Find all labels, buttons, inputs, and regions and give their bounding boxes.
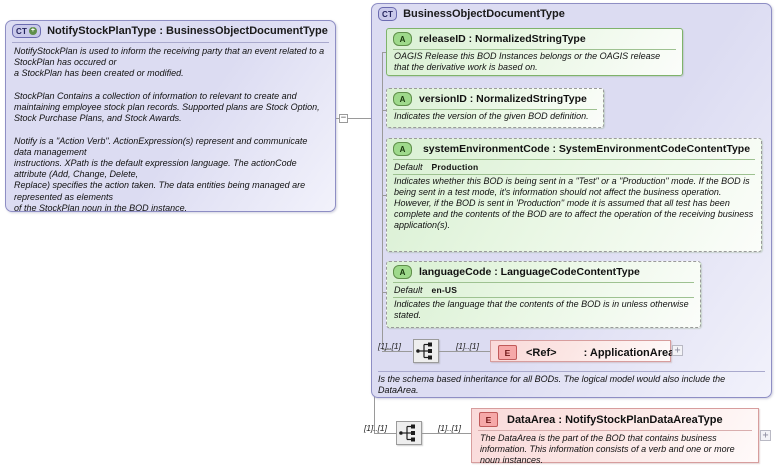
data-area-expand-button[interactable]: + bbox=[760, 430, 771, 441]
language-code-title: languageCode : LanguageCodeContentType bbox=[419, 266, 640, 278]
version-id-documentation: Indicates the version of the given BOD d… bbox=[394, 111, 589, 121]
application-area-header: E <Ref> : ApplicationArea bbox=[491, 341, 674, 363]
plus-glyph-icon: + bbox=[29, 27, 38, 35]
attribute-icon: A bbox=[393, 265, 412, 279]
system-environment-code-header: A systemEnvironmentCode : SystemEnvironm… bbox=[387, 139, 761, 159]
default-value: Production bbox=[431, 162, 479, 172]
left-collapse-toggle[interactable]: − bbox=[339, 113, 348, 123]
right-panel-footer-divider bbox=[378, 371, 765, 372]
data-area-title: DataArea : NotifyStockPlanDataAreaType bbox=[507, 413, 723, 426]
data-area-cardinality-left: [1]..[1] bbox=[364, 423, 387, 433]
right-panel-title: BusinessObjectDocumentType bbox=[403, 8, 565, 20]
default-label: Default bbox=[394, 285, 423, 295]
version-id-title: versionID : NormalizedStringType bbox=[419, 93, 587, 105]
version-id-header: A versionID : NormalizedStringType bbox=[387, 89, 603, 109]
ct-badge-label: CT bbox=[16, 26, 28, 36]
release-id-documentation: OAGIS Release this BOD Instances belongs… bbox=[394, 51, 661, 72]
default-label: Default bbox=[394, 162, 423, 172]
language-code-default-row: Default en-US bbox=[387, 283, 700, 297]
attribute-release-id[interactable]: A releaseID : NormalizedStringType OAGIS… bbox=[386, 28, 683, 76]
right-panel-footer-documentation: Is the schema based inheritance for all … bbox=[378, 374, 726, 396]
left-connector-run bbox=[348, 118, 374, 119]
complex-type-plus-icon[interactable]: CT+ bbox=[12, 24, 42, 38]
attribute-language-code[interactable]: A languageCode : LanguageCodeContentType… bbox=[386, 261, 701, 328]
version-id-divider bbox=[393, 109, 597, 110]
notify-stock-plan-type-panel[interactable]: CT+ NotifyStockPlanType : BusinessObject… bbox=[5, 20, 336, 213]
release-id-header: A releaseID : NormalizedStringType bbox=[387, 29, 682, 49]
application-area-cardinality-right: [1]..[1] bbox=[456, 341, 479, 351]
attribute-system-environment-code[interactable]: A systemEnvironmentCode : SystemEnvironm… bbox=[386, 138, 762, 252]
data-area-box[interactable]: E DataArea : NotifyStockPlanDataAreaType… bbox=[471, 408, 759, 465]
application-area-line-right bbox=[439, 351, 491, 352]
release-id-title: releaseID : NormalizedStringType bbox=[419, 33, 586, 45]
application-area-ref-box[interactable]: E <Ref> : ApplicationArea bbox=[490, 340, 674, 363]
system-environment-code-documentation: Indicates whether this BOD is being sent… bbox=[394, 176, 754, 230]
language-code-divider-1 bbox=[393, 282, 694, 283]
attribute-icon: A bbox=[393, 142, 412, 156]
data-area-cardinality-right: [1]..[1] bbox=[438, 423, 461, 433]
left-panel-divider bbox=[12, 42, 329, 43]
application-area-ref-label: <Ref> bbox=[526, 346, 557, 359]
system-environment-code-divider-1 bbox=[393, 159, 755, 160]
left-panel-header: CT+ NotifyStockPlanType : BusinessObject… bbox=[6, 21, 335, 40]
system-environment-code-title: systemEnvironmentCode : SystemEnvironmen… bbox=[422, 143, 751, 155]
element-icon: E bbox=[479, 412, 498, 427]
page-title: NotifyStockPlanType : BusinessObjectDocu… bbox=[47, 25, 328, 37]
data-area-header: E DataArea : NotifyStockPlanDataAreaType bbox=[472, 409, 758, 430]
application-area-expand-button[interactable]: + bbox=[672, 345, 683, 356]
system-environment-code-divider-2 bbox=[393, 174, 755, 175]
data-area-line-right bbox=[422, 433, 472, 434]
attribute-tree-spine bbox=[382, 52, 383, 344]
application-area-cardinality-left: [1]..[1] bbox=[378, 341, 401, 351]
data-area-divider bbox=[478, 430, 752, 431]
release-id-divider bbox=[393, 49, 676, 50]
element-icon: E bbox=[498, 345, 517, 360]
language-code-header: A languageCode : LanguageCodeContentType bbox=[387, 262, 700, 282]
default-value: en-US bbox=[431, 285, 458, 295]
system-environment-code-default-row: Default Production bbox=[387, 160, 761, 174]
data-area-branch-line bbox=[374, 433, 396, 434]
application-area-line-left bbox=[382, 351, 412, 352]
complex-type-icon[interactable]: CT bbox=[378, 7, 398, 21]
right-panel-header: CT BusinessObjectDocumentType bbox=[372, 4, 771, 23]
sequence-compositor-icon[interactable] bbox=[413, 339, 439, 363]
attribute-version-id[interactable]: A versionID : NormalizedStringType Indic… bbox=[386, 88, 604, 128]
data-area-documentation: The DataArea is the part of the BOD that… bbox=[480, 433, 735, 465]
attribute-icon: A bbox=[393, 32, 412, 46]
attribute-tree-branch-5 bbox=[382, 349, 391, 350]
sequence-compositor-icon[interactable] bbox=[396, 421, 422, 445]
attribute-icon: A bbox=[393, 92, 412, 106]
application-area-type-label: : ApplicationArea bbox=[583, 346, 675, 359]
left-panel-documentation: NotifyStockPlan is used to inform the re… bbox=[14, 46, 325, 213]
language-code-documentation: Indicates the language that the contents… bbox=[394, 299, 689, 320]
language-code-divider-2 bbox=[393, 297, 694, 298]
